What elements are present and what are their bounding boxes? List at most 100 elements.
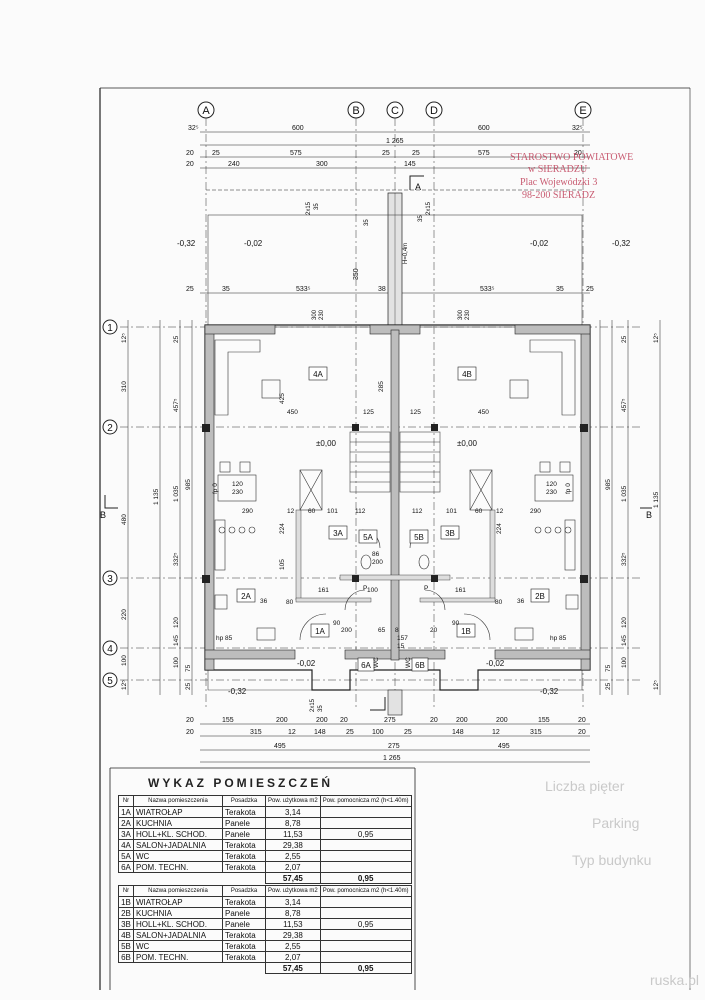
cell-floor: Panele <box>222 907 266 919</box>
svg-text:100: 100 <box>621 657 628 668</box>
svg-text:25: 25 <box>186 286 194 293</box>
cell-aux <box>319 929 412 941</box>
svg-text:E: E <box>579 105 586 117</box>
svg-text:161: 161 <box>455 587 466 594</box>
svg-text:15: 15 <box>397 643 405 650</box>
top-dimension-labels: 32⁵ 600 600 32⁵ 1 265 20 25 575 25 25 57… <box>186 125 594 293</box>
svg-text:w SIERADZU: w SIERADZU <box>528 164 588 175</box>
cell-name: POM. TECHN. <box>133 951 223 963</box>
svg-text:B: B <box>100 510 106 520</box>
svg-text:290: 290 <box>242 508 253 515</box>
header-aux: Pow. pomocnicza m2 (h<1.40m) <box>319 795 412 807</box>
cell-area: 2,55 <box>265 850 321 862</box>
svg-text:hp 85: hp 85 <box>550 635 567 642</box>
svg-text:90: 90 <box>333 620 341 627</box>
svg-text:100: 100 <box>173 657 180 668</box>
svg-text:220: 220 <box>121 609 128 620</box>
svg-text:20: 20 <box>578 729 586 736</box>
svg-text:-0,32: -0,32 <box>228 687 247 696</box>
cell-aux: 0,95 <box>319 828 412 840</box>
svg-text:20: 20 <box>574 150 582 157</box>
svg-text:Plac Wojewódzki 3: Plac Wojewódzki 3 <box>520 177 597 188</box>
svg-text:B: B <box>352 105 359 117</box>
room-label-1b: 1B <box>456 623 476 638</box>
svg-text:12: 12 <box>492 729 500 736</box>
svg-text:290: 290 <box>530 508 541 515</box>
total-area: 57,45 <box>265 872 321 884</box>
svg-text:12⁵: 12⁵ <box>121 333 128 343</box>
cell-name: KUCHNIA <box>133 817 223 829</box>
svg-text:2: 2 <box>107 423 113 434</box>
svg-text:533⁵: 533⁵ <box>296 286 311 293</box>
cell-floor: Terakota <box>222 940 266 952</box>
cell-nr: 5B <box>118 940 134 952</box>
svg-text:hp 85: hp 85 <box>216 635 233 642</box>
svg-text:425: 425 <box>279 393 286 404</box>
cell-aux <box>319 861 412 873</box>
table-row: 3B HOLL+KL. SCHOD. Panele 11,53 0,95 <box>118 918 412 930</box>
svg-text:75: 75 <box>185 664 192 672</box>
cell-floor: Terakota <box>222 951 266 963</box>
svg-text:20: 20 <box>578 717 586 724</box>
svg-text:224: 224 <box>279 523 286 534</box>
svg-text:230: 230 <box>546 489 557 496</box>
paper-frame <box>99 87 691 990</box>
svg-text:2A: 2A <box>241 592 251 601</box>
left-dimensions <box>127 320 193 695</box>
svg-text:25: 25 <box>621 335 628 343</box>
right-dimensions <box>599 320 661 695</box>
header-floor: Posadzka <box>222 795 266 807</box>
cell-floor: Terakota <box>222 861 266 873</box>
svg-text:120: 120 <box>546 481 557 488</box>
svg-text:25: 25 <box>382 150 390 157</box>
room-label-4b: 4B <box>457 366 477 381</box>
total-aux: 0,95 <box>319 872 412 884</box>
header-nr: Nr <box>118 795 134 807</box>
svg-text:315: 315 <box>250 729 262 736</box>
svg-text:2x15: 2x15 <box>306 201 312 215</box>
axis-bubble-1: 1 <box>102 319 118 335</box>
total-area: 57,45 <box>265 962 321 974</box>
room-label-3a: 3A <box>328 525 348 540</box>
svg-text:A: A <box>415 182 421 192</box>
svg-text:65: 65 <box>378 627 386 634</box>
cell-floor: Terakota <box>222 806 266 818</box>
svg-text:155: 155 <box>222 717 234 724</box>
axis-bubble-4: 4 <box>102 640 118 656</box>
svg-text:450: 450 <box>287 409 298 416</box>
axis-bubble-3: 3 <box>102 570 118 586</box>
svg-text:-0,02: -0,02 <box>297 659 316 668</box>
cell-aux: 0,95 <box>319 918 412 930</box>
cell-area: 3,14 <box>265 896 321 908</box>
table-row: 6B POM. TECHN. Terakota 2,07 <box>118 951 412 963</box>
svg-text:C: C <box>391 105 399 117</box>
svg-text:-0,02: -0,02 <box>530 239 549 248</box>
svg-text:8: 8 <box>395 627 399 634</box>
svg-text:105: 105 <box>279 559 286 570</box>
table-row: 2B KUCHNIA Panele 8,78 <box>118 907 412 919</box>
svg-text:200: 200 <box>316 717 328 724</box>
svg-text:100: 100 <box>367 587 378 594</box>
svg-text:4: 4 <box>107 644 113 655</box>
cell-aux <box>319 839 412 851</box>
svg-text:200: 200 <box>276 717 288 724</box>
svg-text:101: 101 <box>446 508 457 515</box>
cell-nr: 4B <box>118 929 134 941</box>
svg-text:20: 20 <box>340 717 348 724</box>
header-nr: Nr <box>118 885 134 897</box>
svg-text:80: 80 <box>495 599 503 606</box>
cell-floor: Terakota <box>222 850 266 862</box>
ghost-text-floors: Liczba pięter <box>545 778 625 794</box>
cell-aux <box>319 907 412 919</box>
svg-text:2x15: 2x15 <box>426 201 432 215</box>
furniture <box>214 339 579 641</box>
room-label-5b: 5B <box>409 529 429 544</box>
svg-text:fp 0: fp 0 <box>212 483 219 494</box>
header-floor: Posadzka <box>222 885 266 897</box>
room-label-2a: 2A <box>236 588 256 603</box>
svg-text:240: 240 <box>228 161 240 168</box>
axis-bubble-c: C <box>386 101 404 119</box>
svg-text:1B: 1B <box>461 627 471 636</box>
svg-text:90: 90 <box>452 620 460 627</box>
cell-nr: 4A <box>118 839 134 851</box>
